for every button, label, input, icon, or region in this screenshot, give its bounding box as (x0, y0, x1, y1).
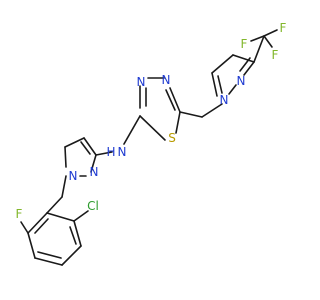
bond (46, 196, 63, 214)
bond (27, 212, 48, 234)
bond (69, 226, 77, 245)
chlorine-atom: Cl (87, 199, 99, 213)
amine-hydrogen-atom: H (106, 145, 115, 159)
fluorine-atom: F (280, 21, 287, 35)
sulfur-atom: S (168, 131, 176, 145)
atom-layer: F F F N N N N S N H N N Cl F (16, 21, 287, 221)
nitrogen-atom: N (220, 93, 229, 107)
bond (123, 115, 141, 145)
bond (73, 210, 89, 222)
bond (64, 146, 67, 168)
nitrogen-atom: N (69, 169, 78, 183)
bond (263, 29, 278, 37)
bond (20, 221, 29, 234)
bond (46, 212, 75, 222)
nitrogen-atom: N (237, 74, 246, 88)
bond (37, 251, 62, 259)
bond (80, 141, 91, 155)
bond (175, 111, 181, 134)
bond (232, 54, 255, 63)
bond (139, 115, 166, 141)
bond (61, 175, 67, 198)
bond (253, 35, 265, 63)
bond (263, 35, 273, 48)
bond (217, 75, 223, 94)
bond (27, 232, 36, 259)
bond (250, 35, 265, 42)
nitrogen-atom: N (90, 165, 99, 179)
fluorine-atom: F (241, 37, 248, 51)
nitrogen-atom: N (137, 75, 146, 89)
bond (34, 218, 49, 234)
bond (64, 137, 85, 148)
bond (179, 111, 203, 118)
bond (34, 257, 63, 266)
bond (211, 54, 234, 74)
bond (83, 137, 97, 156)
bond (61, 245, 82, 266)
nitrogen-atom: N (162, 73, 171, 87)
bond (211, 72, 218, 97)
bond-layer (20, 29, 278, 266)
bond (95, 151, 113, 156)
molecule-svg: F F F N N N N S N H N N Cl F (16, 21, 287, 266)
fluorine-atom: F (16, 207, 23, 221)
bond (165, 89, 176, 111)
bond (73, 220, 82, 247)
amine-nitrogen-atom: N (118, 145, 127, 159)
bond (243, 61, 255, 76)
fluorine-atom: F (272, 48, 279, 62)
structure-diagram: F F F N N N N S N H N N Cl F (16, 21, 287, 266)
bond (201, 103, 223, 118)
bond (228, 84, 237, 95)
bond (169, 87, 181, 113)
bond (90, 154, 97, 173)
